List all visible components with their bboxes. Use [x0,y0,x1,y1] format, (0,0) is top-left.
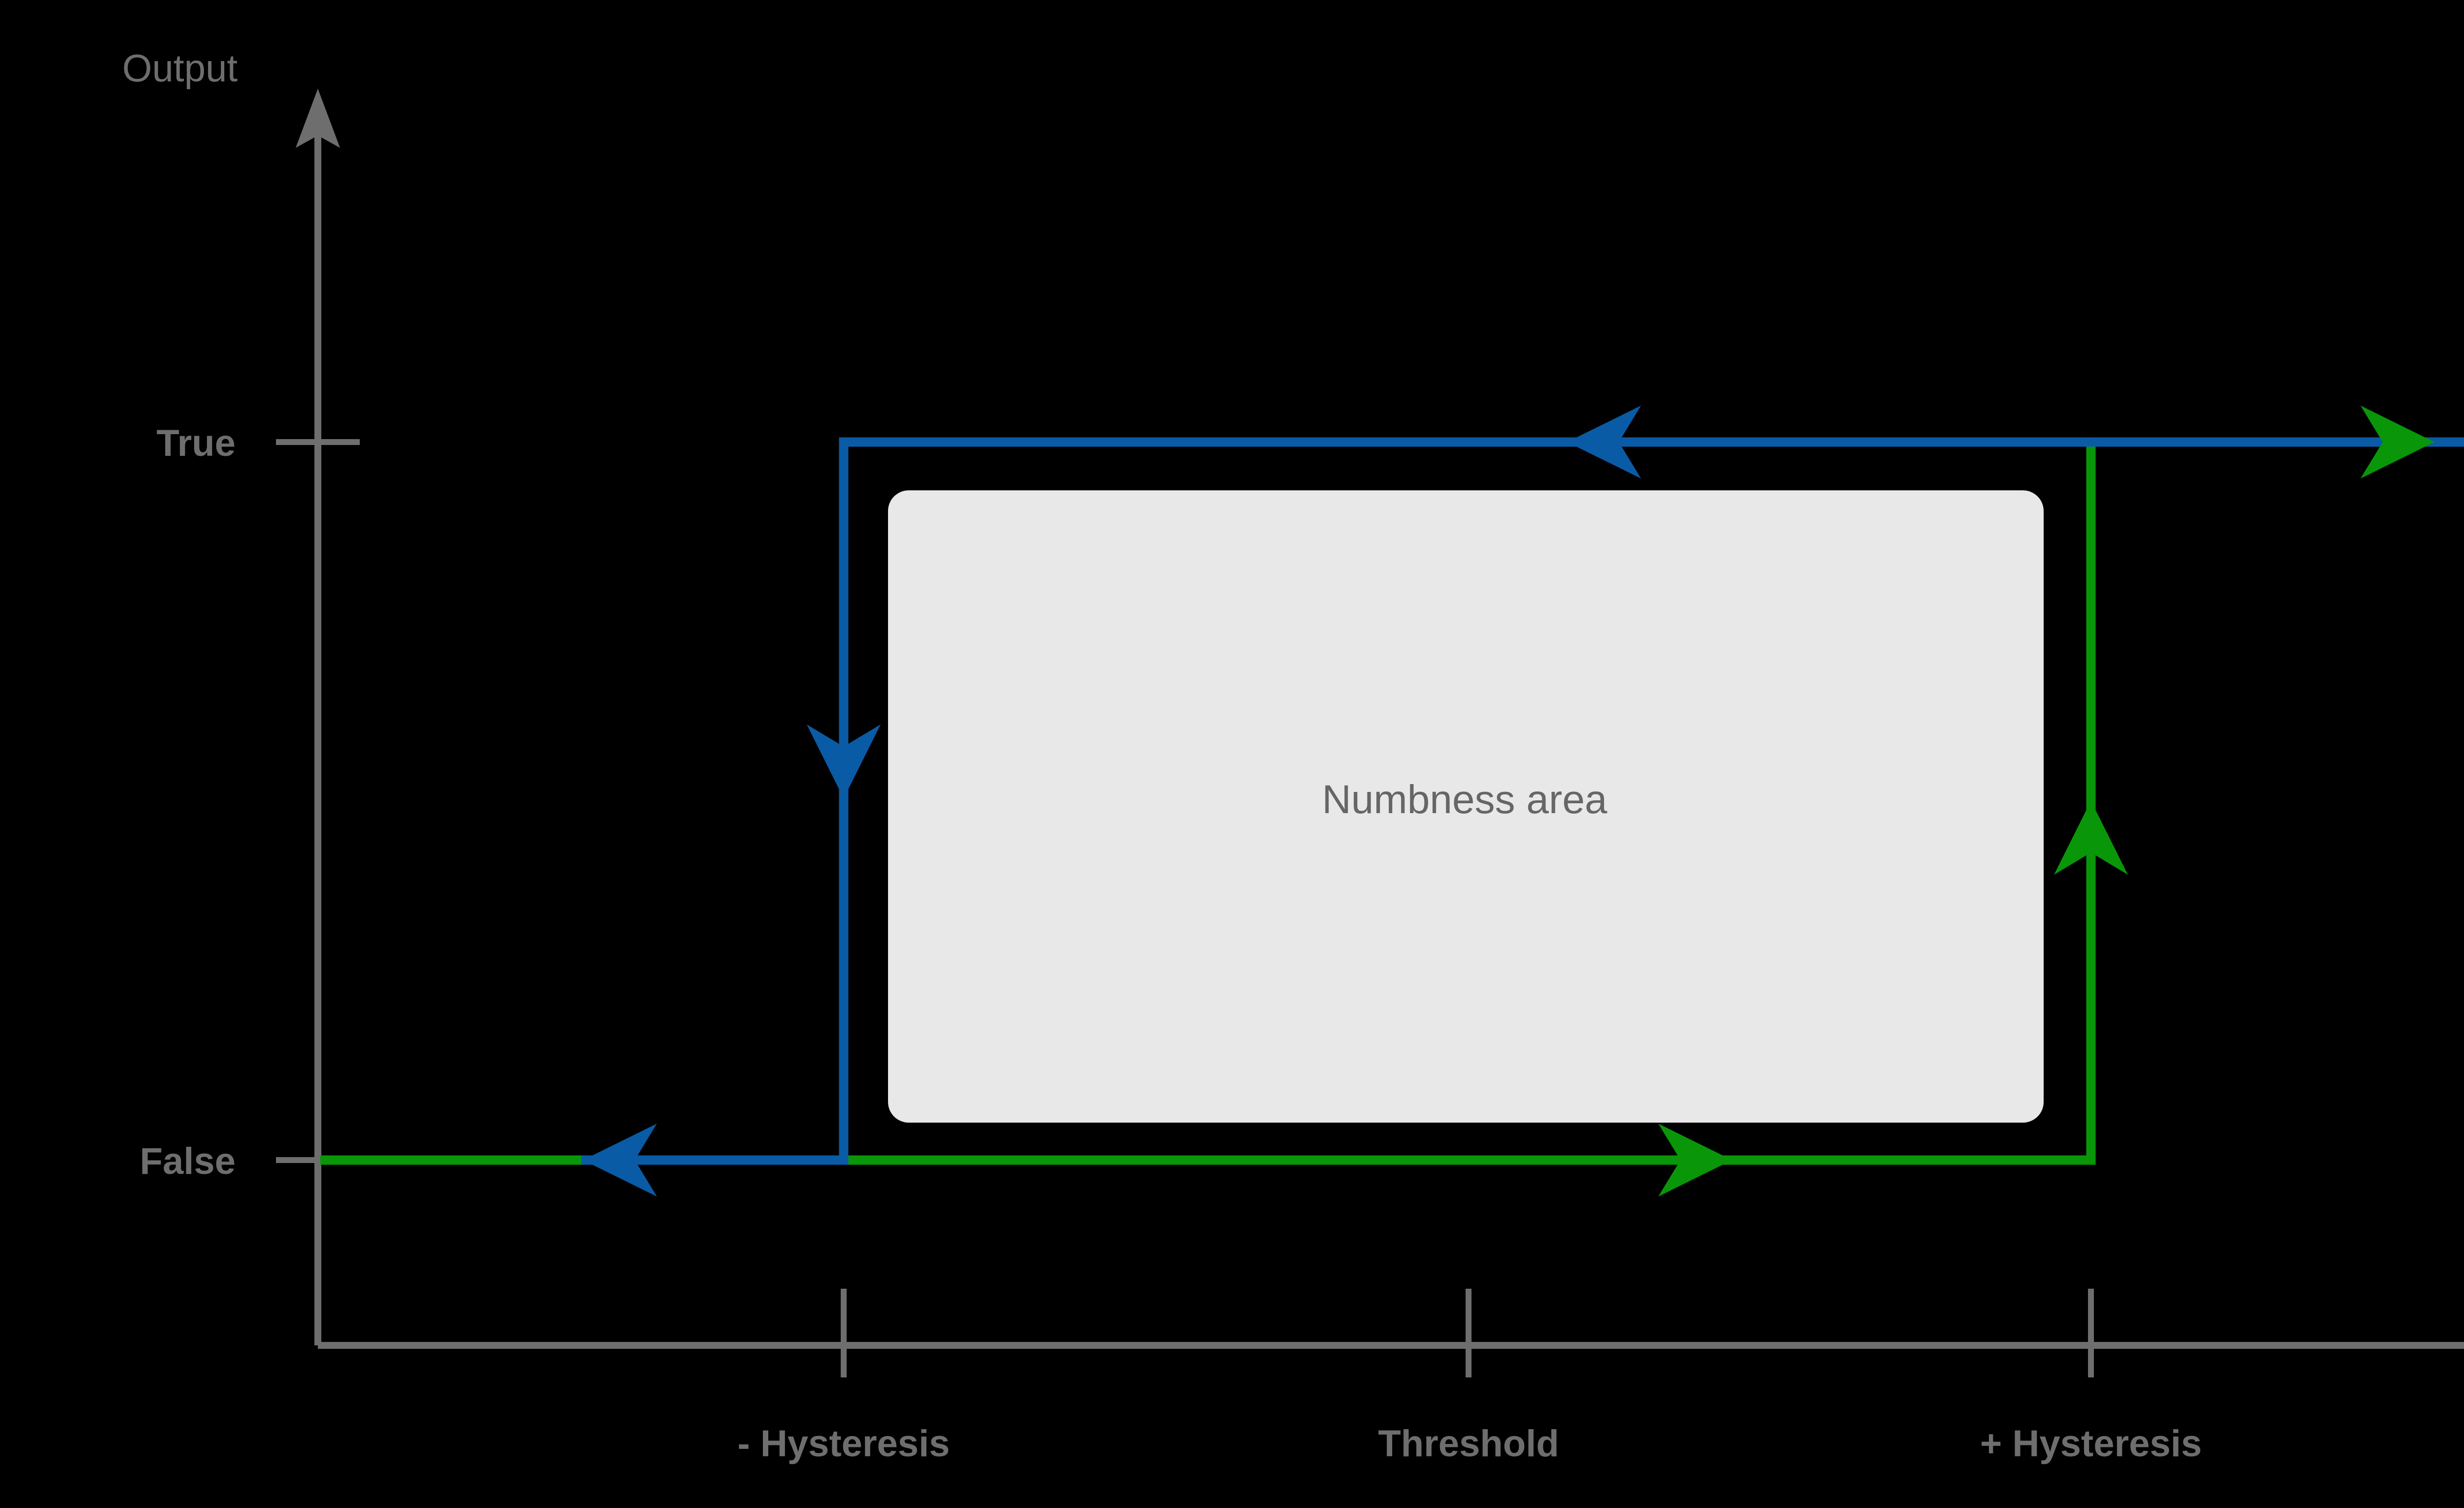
falling-input-trace [582,406,2464,1197]
x-tick-label-minus-hysteresis: - Hysteresis [738,1423,950,1465]
x-tick-label-plus-hysteresis: + Hysteresis [1980,1423,2202,1465]
numbness-area-label: Numbness area [1322,777,1608,822]
y-tick-false: False [140,1140,360,1182]
rising-arrowhead-up-icon [2054,801,2128,875]
numbness-area-box [888,490,2044,1123]
x-tick-threshold: Threshold [1378,1289,1559,1465]
x-tick-plus-hysteresis: + Hysteresis [1980,1289,2202,1465]
y-axis [296,89,340,1345]
y-tick-true: True [157,422,360,464]
x-tick-label-threshold: Threshold [1378,1423,1559,1465]
x-axis [318,1342,2464,1349]
falling-arrowhead-true-icon [1567,406,1641,479]
falling-input-path [582,437,2464,1165]
falling-arrowhead-down-icon [807,724,881,798]
rising-arrowhead-false-icon [1658,1124,1732,1197]
y-tick-label-false: False [140,1140,236,1182]
x-tick-minus-hysteresis: - Hysteresis [738,1289,950,1465]
y-axis-arrowhead-icon [296,89,340,148]
y-tick-label-true: True [157,422,236,464]
rising-arrowhead-true-icon [2361,406,2434,479]
rising-true-level-marker [2361,406,2434,479]
y-axis-title: Output [122,46,238,90]
falling-arrowhead-false-icon [583,1124,657,1197]
